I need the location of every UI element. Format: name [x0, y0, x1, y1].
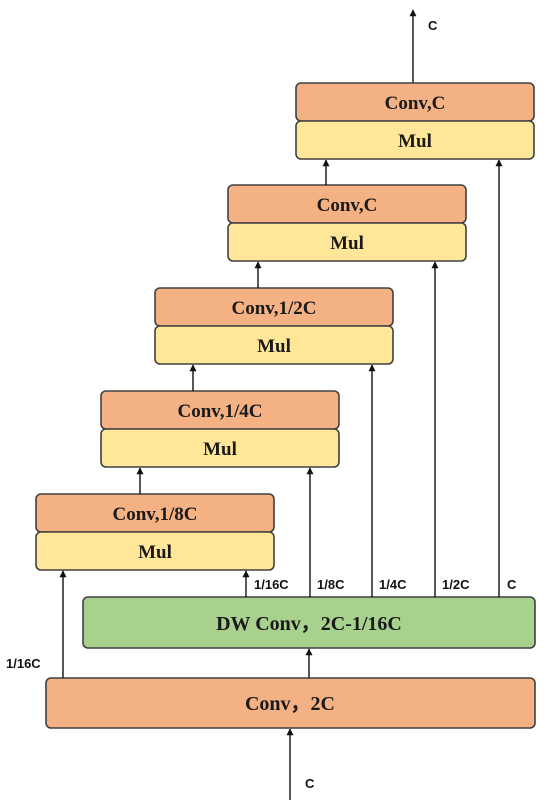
split-label-1-8c: 1/8C: [317, 577, 345, 592]
mul-block-5: [295, 120, 535, 160]
split-label-1-4c: 1/4C: [379, 577, 407, 592]
mul-block-3-label: Mul: [257, 336, 291, 357]
mul-block-4: [227, 222, 467, 262]
branch-label-1-16c: 1/16C: [6, 656, 41, 671]
conv-block-4-label: Conv,C: [317, 195, 378, 216]
dw-conv-block: [82, 596, 536, 649]
conv-base-block: [45, 677, 536, 729]
conv-block-3-label: Conv,1/2C: [232, 298, 317, 319]
mul-block-5-label: Mul: [398, 131, 432, 152]
conv-block-1-label: Conv,1/8C: [113, 504, 198, 525]
mul-block-2: [100, 428, 340, 468]
mul-block-1: [35, 531, 275, 571]
mul-block-2-label: Mul: [203, 439, 237, 460]
mul-block-4-label: Mul: [330, 233, 364, 254]
split-label-1-2c: 1/2C: [442, 577, 470, 592]
conv-block-2-label: Conv,1/4C: [178, 401, 263, 422]
output-label: C: [428, 18, 438, 33]
split-label-c: C: [507, 577, 517, 592]
input-label: C: [305, 776, 315, 791]
mul-block-1-label: Mul: [138, 542, 172, 563]
mul-block-3: [154, 325, 394, 365]
conv-block-5-label: Conv,C: [385, 93, 446, 114]
conv-base-label: Conv，2C: [245, 693, 335, 715]
dw-conv-label: DW Conv，2C-1/16C: [216, 613, 402, 635]
split-label-1-16c: 1/16C: [254, 577, 289, 592]
